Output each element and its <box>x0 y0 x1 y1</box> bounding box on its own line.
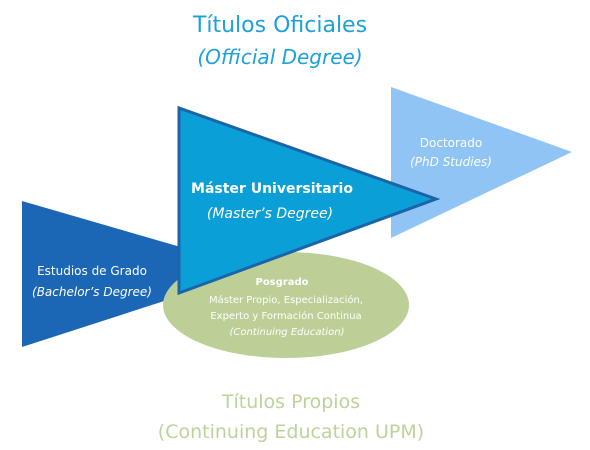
posgrado-sublabel: (Continuing Education) <box>229 327 344 338</box>
own-titles-title: Títulos Propios <box>221 391 360 413</box>
master-sublabel: (Master’s Degree) <box>207 206 333 222</box>
posgrado-label: Posgrado <box>255 277 308 288</box>
master-label: Máster Universitario <box>191 181 353 197</box>
official-subtitle: (Official Degree) <box>197 45 362 69</box>
doctorado-sublabel: (PhD Studies) <box>410 155 492 169</box>
posgrado-line1: Máster Propio, Especialización, <box>209 294 363 306</box>
master-triangle <box>177 105 441 296</box>
grado-sublabel: (Bachelor’s Degree) <box>32 285 152 299</box>
posgrado-line2: Experto y Formación Continua <box>210 310 361 322</box>
posgrado-ellipse <box>163 252 409 358</box>
grado-triangle <box>22 201 260 347</box>
official-title: Títulos Oficiales <box>192 13 367 38</box>
doctorado-label: Doctorado <box>420 136 482 150</box>
grado-label: Estudios de Grado <box>37 264 147 278</box>
own-titles-subtitle: (Continuing Education UPM) <box>158 421 424 443</box>
